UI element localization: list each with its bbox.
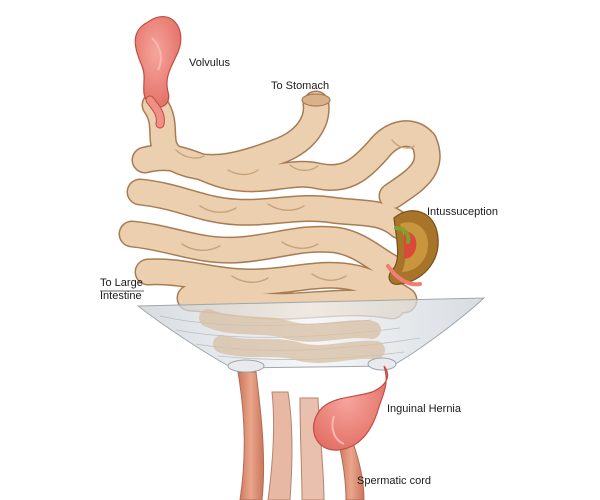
intestine-coils (118, 90, 441, 320)
to-large-intestine-line1: To Large (100, 277, 143, 289)
intussusception-lesion (386, 210, 439, 287)
abdominal-membrane (136, 297, 486, 373)
inguinal-hernia-sac (312, 365, 389, 451)
to-large-intestine-label: To Large Intestine (100, 277, 143, 303)
to-stomach-label: To Stomach (271, 80, 330, 92)
to-large-intestine-line2: Intestine (100, 290, 142, 302)
volvulus-label: Volvulus (189, 57, 230, 69)
spermatic-cord-label: Spermatic cord (357, 475, 431, 487)
inguinal-hernia-label: Inguinal Hernia (387, 403, 461, 415)
stomach-end (301, 93, 331, 107)
volvulus-loop (134, 16, 182, 129)
intussusception-label: Intussuception (427, 206, 498, 218)
